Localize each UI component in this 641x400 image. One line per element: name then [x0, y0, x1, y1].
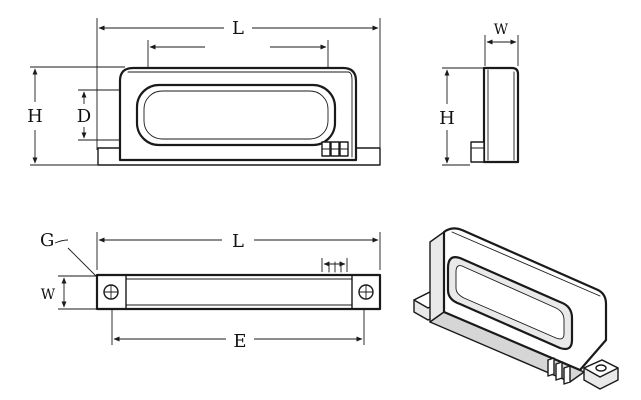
label-pitch: E	[233, 331, 246, 352]
label-length-bottom: L	[232, 231, 244, 252]
label-height-side: H	[439, 108, 455, 129]
isometric-view	[413, 227, 619, 390]
mount-hole-left	[103, 284, 119, 300]
label-height-front: H	[27, 106, 43, 127]
side-view: W H	[439, 22, 520, 166]
label-width-bottom: W	[41, 287, 56, 303]
label-depth: D	[77, 106, 91, 127]
label-width-side: W	[494, 22, 509, 38]
front-terminals	[321, 141, 349, 157]
label-length-front: L	[232, 18, 244, 39]
iso-terminals	[547, 357, 571, 385]
label-gap: G	[40, 230, 54, 251]
front-view: L H D	[27, 18, 381, 166]
bottom-view: L G W E	[40, 230, 382, 352]
mount-hole-right	[358, 284, 374, 300]
